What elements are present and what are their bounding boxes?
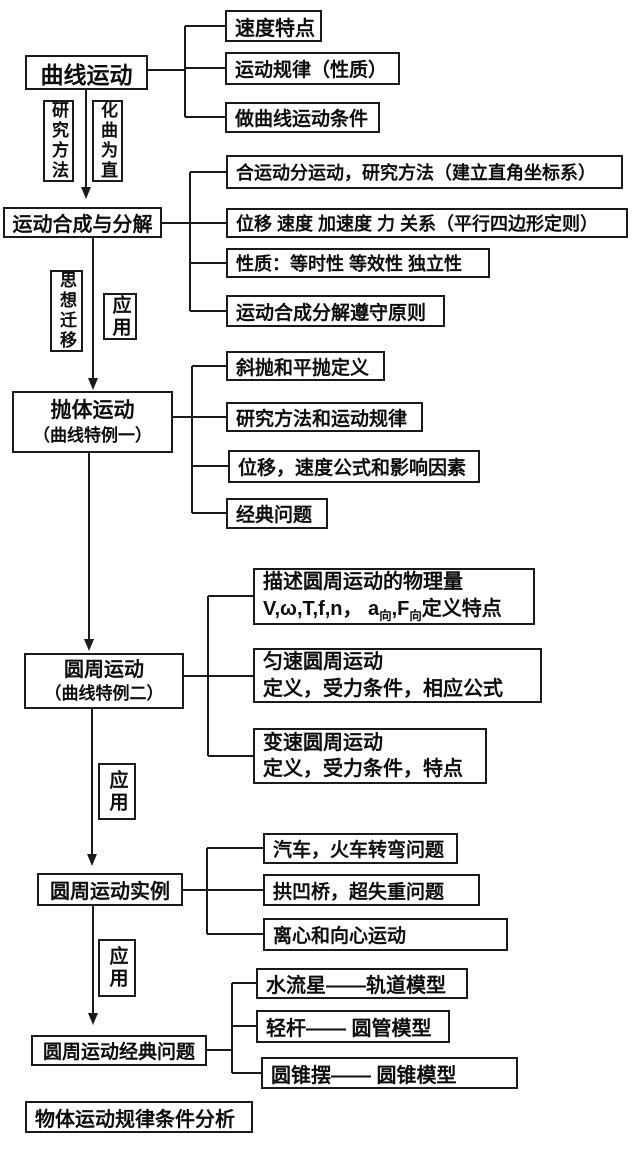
node-curvilinear-motion: 曲线运动 [25,55,148,90]
node-label: 斜抛和平抛定义 [236,357,370,379]
edge-label-text: 应用 [106,769,128,814]
branch-s6 [207,982,261,1074]
edge-label-curve-to-straight: 化曲为直 [92,100,123,182]
node-nonuniform-circular-motion: 变速圆周运动 定义，受力条件，特点 [253,728,487,784]
node-label: 做曲线运动条件 [235,109,369,130]
node-label: 运动合成与分解 [12,214,153,236]
node-bridge-weightlessness: 拱凹桥，超失重问题 [263,874,480,906]
node-label: 经典问题 [236,505,313,526]
edge-label-text: 应用 [109,294,131,339]
node-composition-decomposition: 运动合成与分解 [3,207,162,238]
node-label: 运动合成分解遵守原则 [236,302,427,324]
arrow-4-head [87,854,97,866]
node-projectile-method-law: 研究方法和运动规律 [226,402,423,432]
branch-s5 [183,847,263,935]
node-label-line1: 匀速圆周运动 [263,651,383,674]
node-label-line2: 定义，受力条件，相应公式 [263,677,503,700]
node-label-line2: （曲线特例一） [33,425,152,445]
node-label: 曲线运动 [40,61,133,88]
node-label: 圆周运动实例 [50,881,170,903]
branch-s2 [162,171,226,312]
node-curvilinear-condition: 做曲线运动条件 [225,102,380,133]
node-label: 拱凹桥，超失重问题 [273,881,445,903]
node-label: 研究方法和运动规律 [236,408,408,430]
node-label: 物体运动规律条件分析 [35,1108,235,1131]
edge-label-application-1: 应用 [103,293,137,340]
node-label-line1: 抛体运动 [50,398,135,422]
node-circular-motion: 圆周运动 （曲线特例二） [24,653,184,709]
node-label-line1: 描述圆周运动的物理量 [263,571,463,594]
node-label: 运动规律（性质） [235,60,388,81]
node-displacement-velocity-formula: 位移，速度公式和影响因素 [228,450,480,483]
node-motion-law-nature: 运动规律（性质） [225,52,400,85]
node-label-line2: V,ω,T,f,n， a向,F向定义特点 [263,597,502,623]
edge-label-idea-transfer: 思想迁移 [50,270,83,352]
edge-label-text: 化曲为直 [98,101,117,181]
node-composite-component-method: 合运动分运动，研究方法（建立直角坐标系） [226,155,623,189]
node-speed-feature: 速度特点 [225,10,322,42]
edge-label-application-2: 应用 [98,763,136,820]
node-label: 合运动分运动，研究方法（建立直角坐标系） [236,163,596,183]
node-label: 水流星——轨道模型 [266,975,446,997]
node-properties: 性质：等时性 等效性 独立性 [226,248,490,278]
branch-s4 [184,595,253,757]
node-centrifugal-centripetal: 离心和向心运动 [263,918,508,951]
node-label-line1: 圆周运动 [64,658,144,681]
node-uniform-circular-motion: 匀速圆周运动 定义，受力条件，相应公式 [253,648,542,703]
node-parallelogram-rule: 位移 速度 加速度 力 关系（平行四边形定则） [226,208,628,238]
node-circular-motion-examples: 圆周运动实例 [37,873,183,906]
node-label: 离心和向心运动 [273,926,407,947]
arrow-3-head [84,639,94,651]
node-classic-problems: 经典问题 [226,498,328,529]
edge-label-text: 应用 [106,946,128,990]
node-label: 汽车，火车转弯问题 [273,840,445,861]
node-projectile-definitions: 斜抛和平抛定义 [226,351,385,381]
node-label-line1: 变速圆周运动 [263,731,383,754]
node-label: 速度特点 [235,17,315,40]
edge-label-text: 思想迁移 [57,271,76,351]
node-label-line2: 定义，受力条件，特点 [263,758,463,780]
node-circular-classic-problems: 圆周运动经典问题 [31,1035,207,1066]
node-label: 位移 速度 加速度 力 关系（平行四边形定则） [236,214,599,234]
branch-s1 [148,25,225,118]
node-label: 圆锥摆—— 圆锥模型 [271,1064,457,1087]
arrow-1-head [81,187,91,199]
node-label: 性质：等时性 等效性 独立性 [236,254,463,274]
node-label: 圆周运动经典问题 [42,1042,195,1063]
node-motion-law-condition-analysis: 物体运动规律条件分析 [25,1101,253,1133]
node-water-meteor-track-model: 水流星——轨道模型 [256,968,468,999]
node-circular-quantities: 描述圆周运动的物理量 V,ω,T,f,n， a向,F向定义特点 [253,568,535,625]
node-conical-pendulum-model: 圆锥摆—— 圆锥模型 [261,1057,518,1089]
edge-label-application-3: 应用 [98,939,136,997]
edge-label-text: 研究方法 [49,101,68,181]
arrow-2-head [88,378,98,390]
node-label: 位移，速度公式和影响因素 [238,458,467,479]
arrow-5-head [88,1013,98,1025]
node-label-line2: （曲线特例二） [44,683,164,703]
node-principles: 运动合成分解遵守原则 [226,295,445,327]
edge-label-research-method: 研究方法 [43,100,74,182]
node-projectile-motion: 抛体运动 （曲线特例一） [12,391,173,453]
node-label: 轻杆—— 圆管模型 [266,1018,432,1040]
node-light-rod-tube-model: 轻杆—— 圆管模型 [256,1010,450,1043]
node-vehicle-turning: 汽车，火车转弯问题 [263,833,458,864]
branch-s3 [173,365,228,514]
